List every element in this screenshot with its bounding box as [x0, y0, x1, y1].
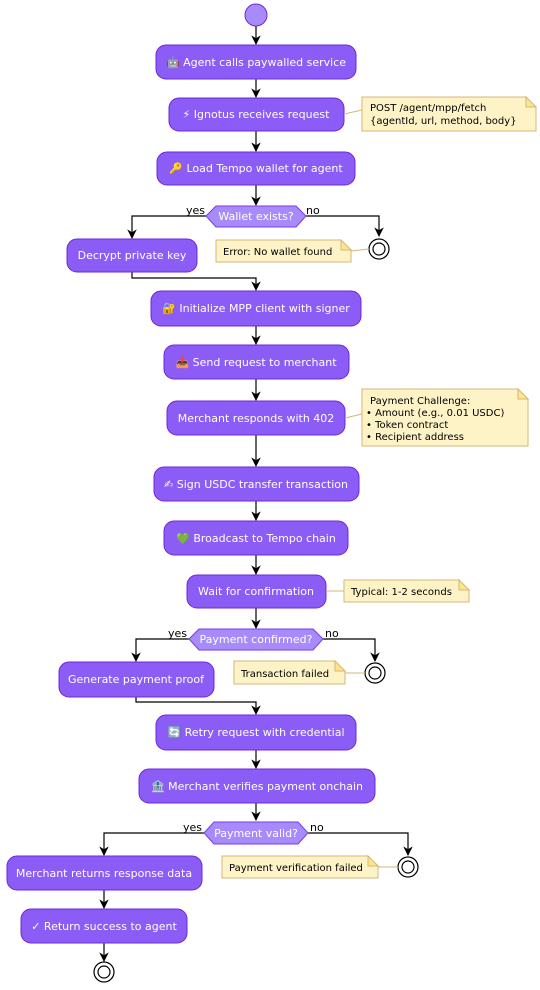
note-challenge-line-2: • Amount (e.g., 0.01 USDC) [366, 408, 504, 419]
note-no-wallet-line-1: Error: No wallet found [223, 247, 332, 258]
start-node [244, 3, 268, 27]
action-sign-usdc: ✍ Sign USDC transfer transaction [153, 466, 360, 502]
branch-no-2: no [325, 627, 339, 640]
decision-payment-confirmed: Payment confirmed? [188, 628, 324, 651]
action-merchant-402: Merchant responds with 402 [166, 400, 346, 436]
action-generate-proof: Generate payment proof [58, 661, 215, 698]
action-merchant-verifies-label: 🏦 Merchant verifies payment onchain [151, 780, 363, 793]
decision-wallet-exists-label: Wallet exists? [218, 210, 294, 223]
note-typical: Typical: 1-2 seconds [326, 578, 471, 603]
action-merchant-402-label: Merchant responds with 402 [178, 412, 335, 425]
note-verify-failed-line-1: Payment verification failed [229, 863, 363, 874]
note-challenge-line-3: • Token contract [366, 420, 448, 431]
action-broadcast: 💚 Broadcast to Tempo chain [163, 520, 349, 556]
action-init-mpp: 🔐 Initialize MPP client with signer [150, 290, 362, 327]
end-node-tx-failed [364, 662, 386, 684]
branch-yes-3: yes [183, 821, 202, 834]
note-verify-failed: Payment verification failed [221, 854, 398, 879]
action-generate-proof-label: Generate payment proof [68, 673, 205, 686]
note-no-wallet: Error: No wallet found [215, 238, 370, 263]
action-return-success: ✓ Return success to agent [20, 908, 188, 944]
note-challenge: Payment Challenge: • Amount (e.g., 0.01 … [344, 387, 530, 447]
action-init-mpp-label: 🔐 Initialize MPP client with signer [162, 302, 350, 315]
action-retry-request: 🔄 Retry request with credential [155, 714, 357, 751]
action-broadcast-label: 💚 Broadcast to Tempo chain [176, 532, 336, 545]
note-tx-failed-line-1: Transaction failed [240, 669, 329, 680]
action-send-request-label: 📤 Send request to merchant [175, 356, 337, 369]
decision-payment-valid: Payment valid? [203, 821, 309, 845]
note-request-line-1: POST /agent/mpp/fetch [370, 103, 486, 114]
action-merchant-returns: Merchant returns response data [6, 855, 203, 891]
end-node-success [93, 961, 115, 983]
branch-yes-1: yes [186, 204, 205, 217]
action-load-wallet-label: 🔑 Load Tempo wallet for agent [169, 161, 343, 175]
action-ignotus-receives-label: ⚡ Ignotus receives request [183, 108, 331, 121]
action-load-wallet: 🔑 Load Tempo wallet for agent [156, 151, 356, 186]
action-ignotus-receives: ⚡ Ignotus receives request [168, 97, 345, 132]
action-wait-confirmation-label: Wait for confirmation [198, 585, 314, 598]
decision-payment-confirmed-label: Payment confirmed? [200, 633, 313, 646]
note-request-line-2: {agentId, url, method, body} [370, 116, 517, 127]
decision-payment-valid-label: Payment valid? [214, 827, 298, 840]
edges [99, 26, 413, 962]
action-sign-usdc-label: ✍ Sign USDC transfer transaction [164, 478, 348, 491]
note-challenge-line-4: • Recipient address [366, 432, 464, 443]
action-return-success-label: ✓ Return success to agent [31, 920, 177, 933]
note-typical-line-1: Typical: 1-2 seconds [350, 587, 452, 598]
action-decrypt-key-label: Decrypt private key [78, 249, 187, 262]
end-node-no-wallet [368, 238, 390, 260]
note-challenge-line-1: Payment Challenge: [370, 396, 470, 407]
action-merchant-verifies: 🏦 Merchant verifies payment onchain [138, 768, 376, 804]
action-agent-calls-label: 🤖 Agent calls paywalled service [166, 56, 346, 69]
action-decrypt-key: Decrypt private key [66, 238, 198, 273]
action-merchant-returns-label: Merchant returns response data [16, 867, 192, 880]
branch-no-3: no [310, 821, 324, 834]
action-wait-confirmation: Wait for confirmation [186, 574, 327, 609]
note-request: POST /agent/mpp/fetch {agentId, url, met… [343, 95, 538, 132]
branch-no-1: no [306, 204, 320, 217]
end-node-verify-failed [397, 856, 419, 878]
action-agent-calls: 🤖 Agent calls paywalled service [155, 44, 357, 80]
branch-yes-2: yes [168, 627, 187, 640]
note-tx-failed: Transaction failed [233, 659, 365, 685]
action-retry-request-label: 🔄 Retry request with credential [167, 726, 344, 739]
action-send-request: 📤 Send request to merchant [163, 344, 350, 380]
decision-wallet-exists: Wallet exists? [205, 205, 307, 228]
